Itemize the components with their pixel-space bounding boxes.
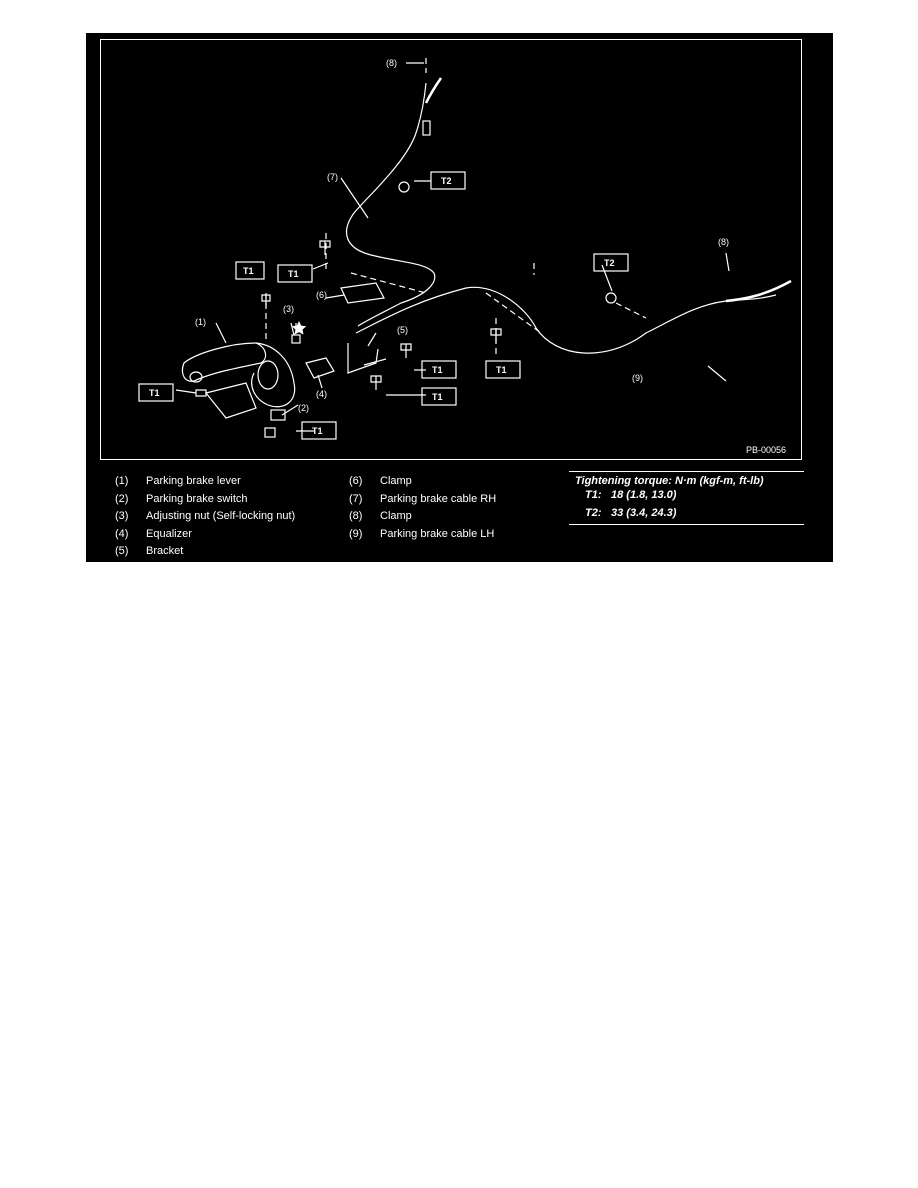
legend-item: (3) Adjusting nut (Self-locking nut) bbox=[115, 508, 295, 526]
torque-label-t1-lever-top: T1 bbox=[243, 266, 254, 276]
leader-lines bbox=[175, 62, 730, 432]
torque-label-t1-left: T1 bbox=[149, 388, 160, 398]
legend-item: (5) Bracket bbox=[115, 543, 295, 561]
legend-column-1: (1) Parking brake lever (2) Parking brake … bbox=[115, 473, 295, 561]
legend-item: (7) Parking brake cable RH bbox=[349, 491, 496, 509]
legend-num: (2) bbox=[115, 492, 129, 505]
legend-item: (6) Clamp bbox=[349, 473, 496, 491]
legend-label: Parking brake switch bbox=[146, 492, 248, 505]
torque-value: 18 (1.8, 13.0) bbox=[611, 489, 677, 501]
legend-label: Equalizer bbox=[146, 527, 192, 540]
equalizer bbox=[305, 357, 335, 379]
legend-num: (5) bbox=[115, 545, 129, 557]
torque-label-t2-lh: T2 bbox=[604, 258, 615, 268]
lh-cable bbox=[355, 286, 777, 354]
legend-label: Adjusting nut (Self-locking nut) bbox=[146, 510, 296, 522]
callout-8-rh: (8) bbox=[386, 58, 397, 68]
rh-cable-sleeve bbox=[422, 120, 431, 136]
torque-title: Tightening torque: N·m (kgf-m, ft-lb) bbox=[575, 475, 764, 487]
torque-box-t1-lh bbox=[485, 360, 521, 379]
legend-num: (7) bbox=[349, 492, 363, 505]
torque-box-t1-switch bbox=[301, 421, 337, 440]
legend-label: Clamp bbox=[380, 510, 412, 522]
adjusting-nut bbox=[291, 334, 301, 344]
callout-4: (4) bbox=[316, 389, 327, 399]
callout-8-lh: (8) bbox=[718, 237, 729, 247]
callout-5: (5) bbox=[397, 325, 408, 335]
legend-num: (9) bbox=[349, 527, 363, 540]
legend-label: Bracket bbox=[146, 545, 184, 557]
bracket bbox=[347, 343, 387, 374]
legend-item: (2) Parking brake switch bbox=[115, 491, 295, 509]
lh-cable-boot bbox=[725, 279, 792, 303]
bolts bbox=[195, 181, 617, 397]
torque-rule-top bbox=[569, 471, 804, 472]
tightening-torque-table: Tightening torque: N·m (kgf-m, ft-lb) T1… bbox=[569, 471, 804, 525]
legend-num: (1) bbox=[115, 475, 129, 487]
torque-box-t1-bracket-b bbox=[421, 387, 457, 406]
callout-9: (9) bbox=[632, 373, 643, 383]
torque-row: T2: 33 (3.4, 24.3) bbox=[569, 506, 804, 524]
legend-item: (8) Clamp bbox=[349, 508, 496, 526]
legend-num: (8) bbox=[349, 510, 363, 522]
callout-3: (3) bbox=[283, 304, 294, 314]
legend-item: (4) Equalizer bbox=[115, 526, 295, 544]
figure-id: PB-00056 bbox=[746, 445, 787, 455]
torque-box-t1-clamp bbox=[277, 264, 313, 283]
star-mark bbox=[291, 321, 307, 335]
parking-brake-figure: (8) (7) (1) (3) (6) (2) (4) (5) (8) (9) … bbox=[86, 33, 833, 562]
rh-cable bbox=[346, 82, 436, 327]
legend-item: (9) Parking brake cable LH bbox=[349, 526, 496, 544]
legend-num: (4) bbox=[115, 527, 129, 540]
torque-key: T1: bbox=[585, 489, 602, 501]
torque-label-t1-bracket-a: T1 bbox=[432, 365, 443, 375]
torque-rule-bottom bbox=[569, 524, 804, 525]
clamp bbox=[340, 282, 385, 304]
diagram-frame bbox=[100, 39, 802, 460]
parking-brake-switch bbox=[264, 409, 286, 438]
legend-num: (3) bbox=[115, 510, 129, 522]
callout-1: (1) bbox=[195, 317, 206, 327]
legend-label: Parking brake cable RH bbox=[380, 492, 497, 505]
legend-label: Parking brake cable LH bbox=[380, 527, 495, 540]
parking-brake-diagram: (8) (7) (1) (3) (6) (2) (4) (5) (8) (9) … bbox=[138, 58, 792, 440]
torque-label-t2-rh: T2 bbox=[441, 176, 452, 186]
torque-label-t1-switch: T1 bbox=[312, 426, 323, 436]
legend-label: Clamp bbox=[380, 475, 412, 487]
torque-box-t2-lh bbox=[593, 253, 629, 272]
rh-cable-boot bbox=[424, 77, 443, 104]
torque-box-t2-rh bbox=[430, 171, 466, 190]
torque-label-t1-clamp: T1 bbox=[288, 269, 299, 279]
torque-box-t1-left bbox=[138, 383, 174, 402]
torque-box-t1-bracket-a bbox=[421, 360, 457, 379]
torque-row: T1: 18 (1.8, 13.0) bbox=[569, 488, 804, 506]
torque-key: T2: bbox=[585, 507, 602, 519]
callout-6: (6) bbox=[316, 290, 327, 300]
torque-label-t1-bracket-b: T1 bbox=[432, 392, 443, 402]
parking-brake-lever bbox=[181, 342, 296, 419]
legend-num: (6) bbox=[349, 475, 363, 487]
legend-label: Parking brake lever bbox=[146, 475, 241, 487]
legend-item: (1) Parking brake lever bbox=[115, 473, 295, 491]
legend-column-2: (6) Clamp (7) Parking brake cable RH (8) Cl… bbox=[349, 473, 496, 543]
torque-label-t1-lh: T1 bbox=[496, 365, 507, 375]
dashed-lines bbox=[265, 58, 647, 358]
torque-value: 33 (3.4, 24.3) bbox=[611, 507, 677, 519]
callout-2: (2) bbox=[298, 403, 309, 413]
torque-box-t1-lever-top bbox=[235, 261, 265, 280]
callout-7: (7) bbox=[327, 172, 338, 182]
